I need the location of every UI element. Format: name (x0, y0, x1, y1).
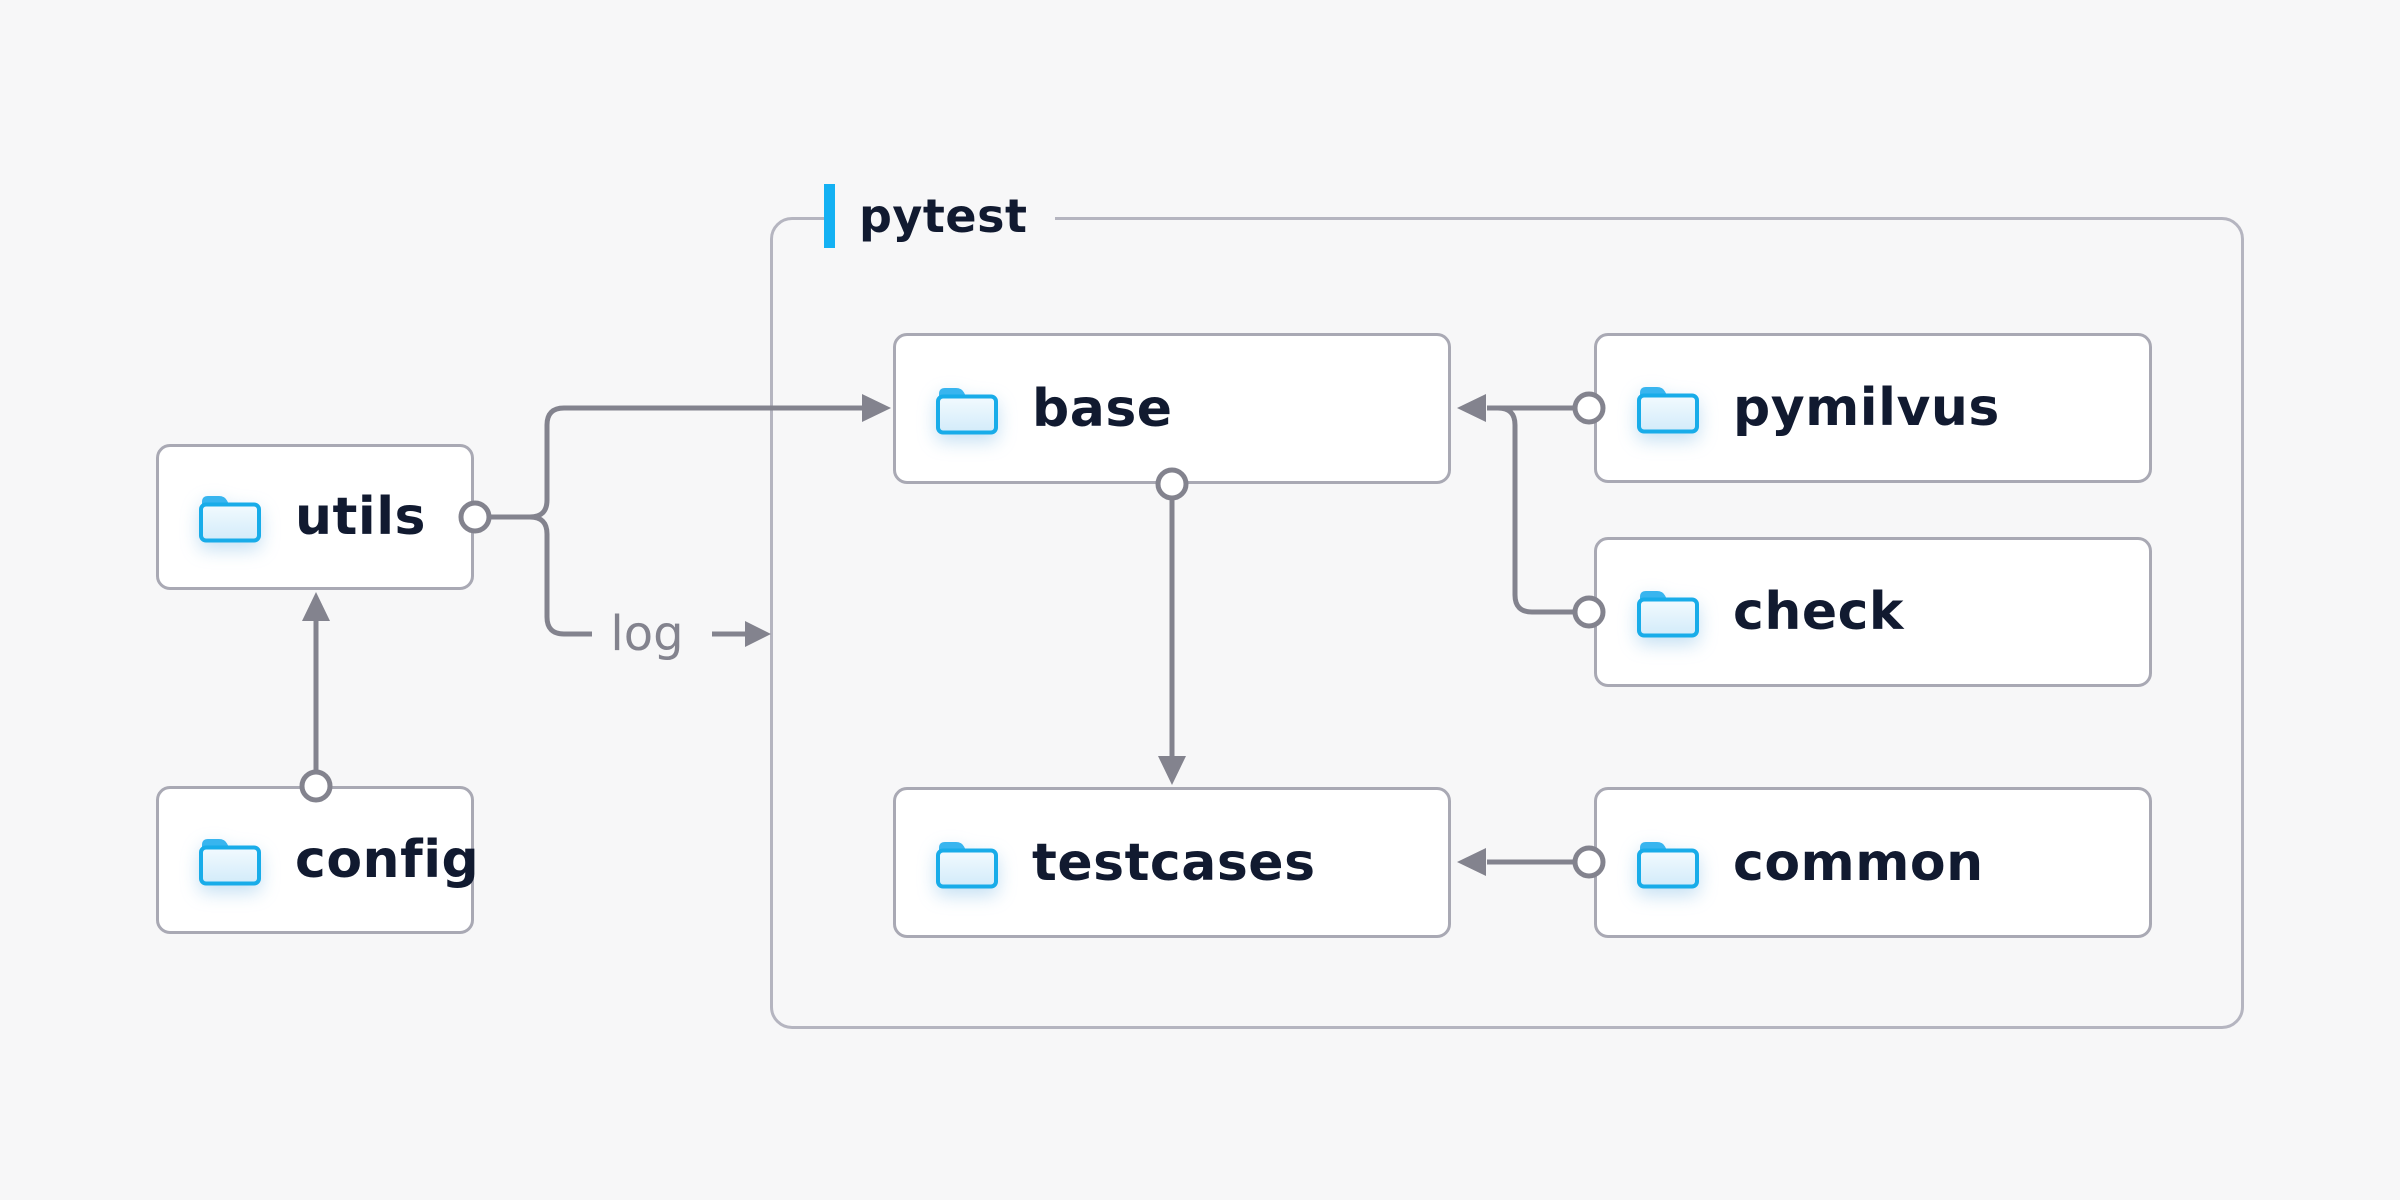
pytest-group-label: pytest (824, 184, 1056, 248)
pytest-group-box (770, 217, 2244, 1029)
node-label: pymilvus (1733, 378, 2000, 438)
node-label: base (1032, 378, 1173, 439)
node-label: utils (295, 487, 426, 547)
folder-icon (936, 387, 998, 434)
node-utils: utils (156, 444, 474, 590)
node-label: config (295, 830, 480, 890)
node-common: common (1594, 787, 2152, 938)
folder-icon (1637, 841, 1699, 888)
node-testcases: testcases (893, 787, 1451, 938)
node-config: config (156, 786, 479, 934)
folder-icon (199, 496, 261, 543)
folder-icon (936, 841, 998, 888)
folder-icon (199, 839, 261, 886)
folder-icon (1637, 387, 1699, 434)
edge-config-utils (302, 592, 330, 772)
node-label: common (1733, 832, 1984, 893)
node-base: base (893, 333, 1451, 484)
node-label: testcases (1032, 832, 1316, 893)
node-pymilvus: pymilvus (1594, 333, 2152, 483)
folder-icon (1637, 591, 1699, 638)
edge-label-log: log (610, 606, 684, 662)
accent-bar (824, 184, 835, 248)
node-check: check (1594, 537, 2152, 687)
node-label: check (1733, 582, 1905, 642)
group-label-text: pytest (859, 189, 1028, 243)
